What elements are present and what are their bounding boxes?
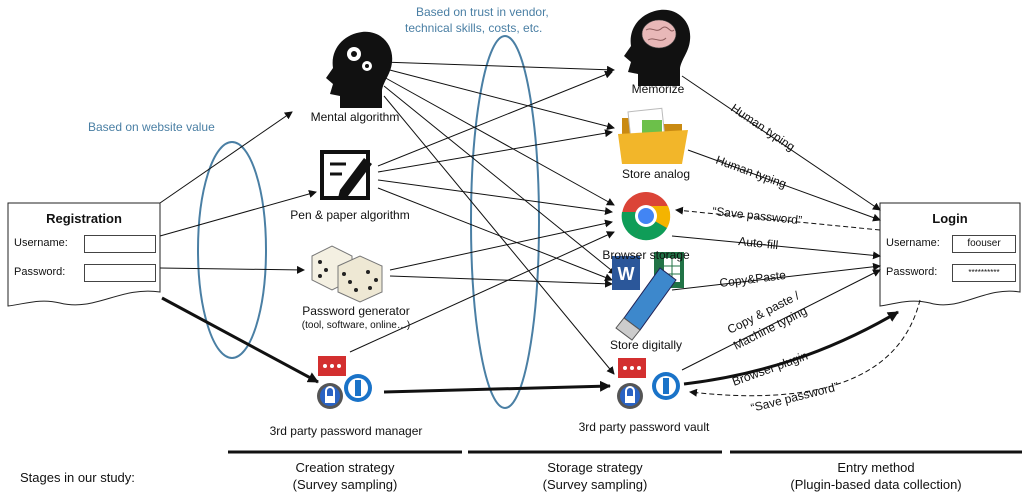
password-vault-label: 3rd party password vault [578,420,710,434]
digital-storage-icon: W [612,252,684,341]
trust-note-line1: Based on trust in vendor, [416,5,549,19]
password-vault-icon [617,358,680,409]
folder-icon [618,107,688,164]
entry-stage-method: (Plugin-based data collection) [790,477,962,492]
registration-password-input[interactable] [84,264,156,282]
login-password-input[interactable]: ********** [952,264,1016,282]
entry-stage-title: Entry method [837,460,915,475]
edge-human-typing-1: Human typing [728,101,797,154]
trust-ellipse [470,35,540,409]
pen-paper-icon [320,150,372,200]
login-form: Login Username: foouser Password: ******… [880,203,1020,293]
registration-form: Registration Username: Password: [8,203,160,293]
browser-storage-label: Browser storage [602,248,690,262]
edge-human-typing-2: Human typing [714,153,788,191]
store-digitally-label: Store digitally [609,338,683,352]
password-generator-sublabel: (tool, software, online…) [301,320,411,331]
password-manager-label: 3rd party password manager [269,424,423,438]
registration-username-label: Username: [14,237,68,249]
creation-stage-title: Creation strategy [295,460,395,475]
stages-intro: Stages in our study: [20,470,135,485]
head-gears-icon [326,31,393,108]
website-value-ellipse [197,141,267,359]
password-generator-label: Password generator [302,304,410,318]
login-username-input[interactable]: foouser [952,235,1016,253]
website-value-note: Based on website value [88,120,215,134]
edge-copy-paste: Copy&Paste [719,268,787,290]
registration-password-label: Password: [14,266,66,278]
login-username-label: Username: [886,237,940,249]
registration-title: Registration [46,211,122,226]
edge-save-password-1: “Save password” [712,204,803,227]
edge-save-password-2: “Save password” [749,380,840,415]
brain-head-icon [624,9,691,86]
pen-paper-label: Pen & paper algorithm [290,208,410,222]
login-title: Login [932,211,968,226]
edge-browser-plugin: Browser plugin [730,349,809,389]
login-password-label: Password: [886,266,938,278]
mental-algorithm-label: Mental algorithm [310,110,400,124]
trust-note-line2: technical skills, costs, etc. [405,21,543,35]
password-manager-icon [317,356,372,409]
edge-auto-fill: Auto-fill [738,234,779,252]
creation-stage-method: (Survey sampling) [292,477,398,492]
storage-stage-title: Storage strategy [547,460,643,475]
dice-icon [311,245,383,303]
store-analog-label: Store analog [621,167,691,181]
storage-stage-method: (Survey sampling) [542,477,648,492]
chrome-icon [621,192,671,241]
registration-username-input[interactable] [84,235,156,253]
memorize-label: Memorize [631,82,685,96]
svg-text:W: W [618,264,635,284]
